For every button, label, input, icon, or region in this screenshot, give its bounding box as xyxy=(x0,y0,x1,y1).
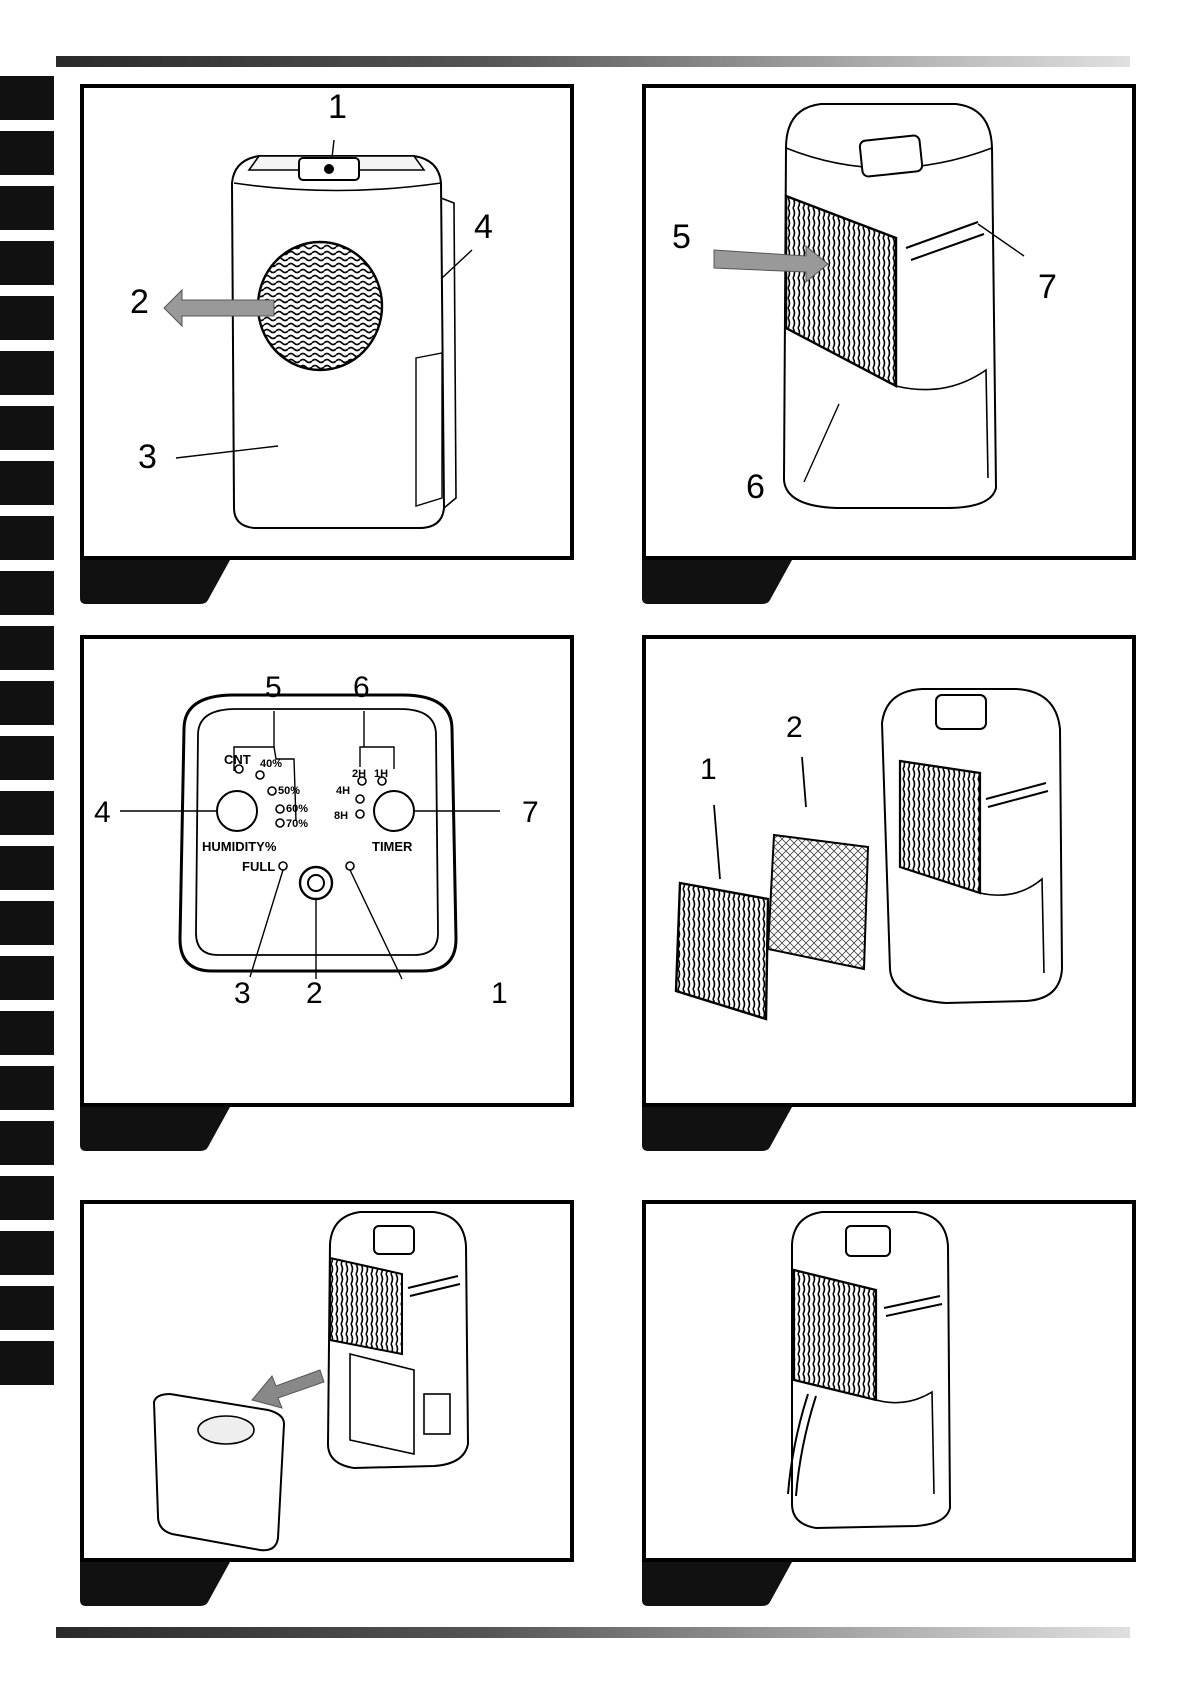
side-tab xyxy=(0,1341,54,1385)
figure-tank-removal xyxy=(80,1200,574,1562)
callout-layer: 1 2 xyxy=(646,639,1132,1103)
callout-layer: 5 6 7 xyxy=(646,88,1132,556)
callout-1: 1 xyxy=(491,977,508,1010)
figure-rear-view: 5 6 7 xyxy=(642,84,1136,560)
figure-label-tag xyxy=(80,1562,230,1606)
side-tab xyxy=(0,681,54,725)
footer-bar xyxy=(56,1627,1130,1638)
figure-front-view: 1 2 3 4 xyxy=(80,84,574,560)
callout-2: 2 xyxy=(786,711,803,744)
callout-6: 6 xyxy=(353,671,370,704)
side-tab xyxy=(0,736,54,780)
figure-label-tag xyxy=(80,560,230,604)
side-tab xyxy=(0,461,54,505)
callout-layer: 1 2 3 4 xyxy=(84,88,570,556)
callout-1: 1 xyxy=(328,88,347,126)
callout-layer: 1 2 3 4 5 6 7 xyxy=(84,639,570,1103)
side-tab xyxy=(0,1066,54,1110)
side-tab xyxy=(0,241,54,285)
side-tab xyxy=(0,351,54,395)
header-bar xyxy=(56,56,1130,67)
side-tab xyxy=(0,131,54,175)
figure-label-tag xyxy=(642,1562,792,1606)
side-tab xyxy=(0,791,54,835)
side-tab xyxy=(0,1121,54,1165)
callout-2: 2 xyxy=(306,977,323,1010)
side-tab xyxy=(0,956,54,1000)
callout-3: 3 xyxy=(138,438,157,476)
callout-2: 2 xyxy=(130,283,149,321)
callout-7: 7 xyxy=(1038,268,1057,306)
side-tab xyxy=(0,296,54,340)
side-tab xyxy=(0,1231,54,1275)
callout-6: 6 xyxy=(746,468,765,506)
figure-filters: 1 2 xyxy=(642,635,1136,1107)
callout-7: 7 xyxy=(522,796,539,829)
figure-control-panel: CNT 40% 50% 60% 70% HUMIDITY% 1H 2H 4H 8… xyxy=(80,635,574,1107)
side-tab xyxy=(0,626,54,670)
side-tab xyxy=(0,1011,54,1055)
callout-5: 5 xyxy=(265,671,282,704)
side-tab xyxy=(0,1286,54,1330)
side-tab xyxy=(0,186,54,230)
side-tab xyxy=(0,406,54,450)
tank-removal-drawing xyxy=(84,1204,570,1558)
side-tab xyxy=(0,1176,54,1220)
side-tab xyxy=(0,516,54,560)
side-tab xyxy=(0,76,54,120)
callout-4: 4 xyxy=(94,796,111,829)
side-tab xyxy=(0,571,54,615)
callout-4: 4 xyxy=(474,208,493,246)
callout-5: 5 xyxy=(672,218,691,256)
callout-1: 1 xyxy=(700,753,717,786)
side-tab xyxy=(0,846,54,890)
figure-label-tag xyxy=(642,560,792,604)
callout-3: 3 xyxy=(234,977,251,1010)
figure-hose-drainage xyxy=(642,1200,1136,1562)
figure-label-tag xyxy=(80,1107,230,1151)
hose-drainage-drawing xyxy=(646,1204,1132,1558)
side-tab xyxy=(0,901,54,945)
figure-label-tag xyxy=(642,1107,792,1151)
